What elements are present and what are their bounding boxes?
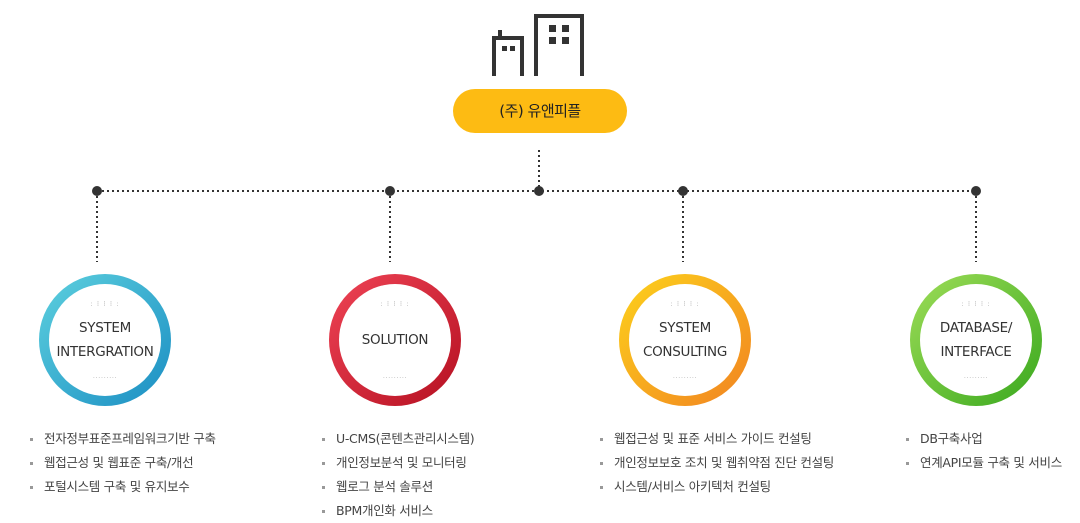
junction-dot bbox=[534, 186, 544, 196]
node-label: SYSTEM INTERGRATION bbox=[56, 320, 154, 360]
item-list-database-interface: DB구축사업 연계API모듈 구축 및 서비스 bbox=[906, 427, 1062, 475]
list-item: 웹접근성 및 웹표준 구축/개선 bbox=[30, 451, 216, 475]
junction-dot bbox=[385, 186, 395, 196]
node-label: SOLUTION bbox=[361, 332, 429, 348]
decor-dots-top: : ⁞ ⁞ ⁞ : bbox=[90, 300, 120, 308]
junction-dot bbox=[678, 186, 688, 196]
list-item: 웹접근성 및 표준 서비스 가이드 컨설팅 bbox=[600, 427, 834, 451]
node-system-consulting: : ⁞ ⁞ ⁞ : SYSTEM CONSULTING ········· bbox=[619, 274, 751, 406]
list-item: 포털시스템 구축 및 유지보수 bbox=[30, 475, 216, 499]
list-item: 웹로그 분석 솔루션 bbox=[322, 475, 474, 499]
junction-dot bbox=[92, 186, 102, 196]
decor-dots-top: : ⁞ ⁞ ⁞ : bbox=[380, 300, 410, 308]
node-label: DATABASE/ INTERFACE bbox=[939, 320, 1013, 360]
junction-dot bbox=[971, 186, 981, 196]
building-icon bbox=[492, 14, 584, 76]
list-item: BPM개인화 서비스 bbox=[322, 499, 474, 523]
list-item: U-CMS(콘텐츠관리시스템) bbox=[322, 427, 475, 451]
decor-dots-bottom: ········· bbox=[963, 374, 989, 382]
node-system-integration: : ⁞ ⁞ ⁞ : SYSTEM INTERGRATION ········· bbox=[39, 274, 171, 406]
decor-dots-bottom: ········· bbox=[382, 374, 408, 382]
node-solution: : ⁞ ⁞ ⁞ : SOLUTION ········· bbox=[329, 274, 461, 406]
root-node: (주) 유앤피플 bbox=[453, 89, 627, 133]
item-list-system-consulting: 웹접근성 및 표준 서비스 가이드 컨설팅 개인정보보호 조치 및 웹취약점 진… bbox=[600, 427, 834, 499]
list-item: 연계API모듈 구축 및 서비스 bbox=[906, 451, 1062, 475]
list-item: DB구축사업 bbox=[906, 427, 1062, 451]
item-list-system-integration: 전자정부표준프레임워크기반 구축 웹접근성 및 웹표준 구축/개선 포털시스템 … bbox=[30, 427, 216, 499]
decor-dots-bottom: ········· bbox=[92, 374, 118, 382]
decor-dots-top: : ⁞ ⁞ ⁞ : bbox=[670, 300, 700, 308]
item-list-solution: U-CMS(콘텐츠관리시스템) 개인정보분석 및 모니터링 웹로그 분석 솔루션… bbox=[322, 427, 475, 523]
list-item: 개인정보보호 조치 및 웹취약점 진단 컨설팅 bbox=[600, 451, 834, 475]
decor-dots-bottom: ········· bbox=[672, 374, 698, 382]
decor-dots-top: : ⁞ ⁞ ⁞ : bbox=[961, 300, 991, 308]
list-item: 전자정부표준프레임워크기반 구축 bbox=[30, 427, 216, 451]
node-label: SYSTEM CONSULTING bbox=[642, 320, 728, 360]
node-database-interface: : ⁞ ⁞ ⁞ : DATABASE/ INTERFACE ········· bbox=[910, 274, 1042, 406]
list-item: 개인정보분석 및 모니터링 bbox=[322, 451, 474, 475]
list-item: 시스템/서비스 아키텍처 컨설팅 bbox=[600, 475, 834, 499]
